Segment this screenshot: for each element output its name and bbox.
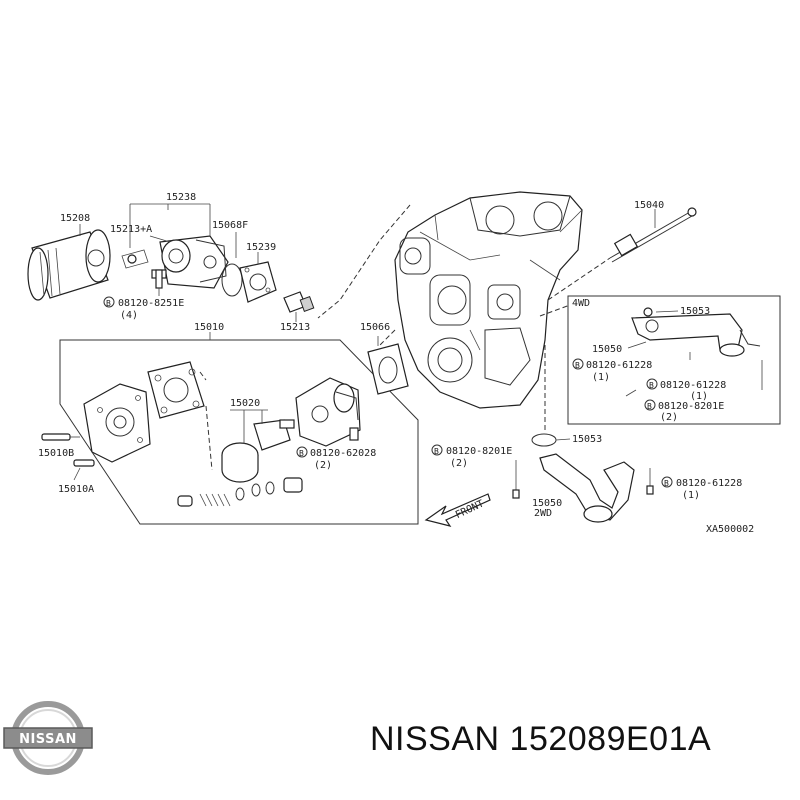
label-15050-2wd: 15050: [532, 498, 562, 509]
bolt-marker: B: [664, 479, 669, 488]
label-15208: 15208: [60, 213, 90, 224]
label-15020: 15020: [230, 398, 260, 409]
bolt-15010A: [73, 459, 95, 481]
label-61228-b-qty: (1): [690, 391, 708, 402]
label-15040: 15040: [634, 200, 664, 211]
engine-block: [394, 191, 583, 409]
filter-bracket: [121, 203, 237, 289]
label-61228-b: 08120-61228: [660, 380, 726, 391]
leader-block-left: [317, 204, 411, 319]
dipstick-15040: [609, 207, 697, 263]
nissan-logo-text: NISSAN: [19, 732, 77, 747]
label-4wd: 4WD: [572, 298, 590, 309]
leader-block-4wd: [539, 304, 571, 317]
part-labels: 15238 15208 15213+A 15068F 15239 15213 B…: [38, 192, 754, 535]
label-15010A: 15010A: [58, 484, 94, 495]
label-2wd: 2WD: [534, 508, 552, 519]
reference-code: XA500002: [706, 524, 754, 535]
label-61228-a: 08120-61228: [586, 360, 652, 371]
label-8201E-a: 08120-8201E: [658, 401, 724, 412]
bolt-marker: B: [649, 381, 654, 390]
o-ring: [221, 263, 243, 297]
oil-pump-body: [83, 383, 151, 463]
label-61228-c: 08120-61228: [676, 478, 742, 489]
label-15213: 15213: [280, 322, 310, 333]
bolt-15010B: [41, 433, 80, 441]
label-15010: 15010: [194, 322, 224, 333]
label-8251E-top: 08120-8251E: [118, 298, 184, 309]
label-15050-4wd: 15050: [592, 344, 622, 355]
label-8201E-b-qty: (2): [450, 458, 468, 469]
bolt-marker: B: [647, 402, 652, 411]
part-number-caption: NISSAN 152089E01A: [370, 720, 712, 758]
bolt-8251E-top: [155, 269, 163, 296]
frame-15010: [59, 339, 419, 525]
label-15053-4wd: 15053: [680, 306, 710, 317]
oil-filter: [27, 224, 111, 301]
label-15213A: 15213+A: [110, 224, 152, 235]
relief-valve-spring-set: [177, 477, 303, 507]
pump-cover: [295, 377, 361, 447]
label-61228-c-qty: (1): [682, 490, 700, 501]
label-61228-a-qty: (1): [592, 372, 610, 383]
frame-4wd: [567, 295, 781, 425]
label-62028-qty: (2): [314, 460, 332, 471]
gasket-15066: [367, 336, 409, 395]
label-15066: 15066: [360, 322, 390, 333]
label-15238: 15238: [166, 192, 196, 203]
label-8201E-b: 08120-8201E: [446, 446, 512, 457]
pump-gasket: [147, 361, 205, 419]
nissan-logo: NISSAN: [3, 701, 93, 775]
gasket-15239: [239, 261, 277, 303]
bolt-marker: B: [299, 449, 304, 458]
label-8201E-a-qty: (2): [660, 412, 678, 423]
label-15010B: 15010B: [38, 448, 74, 459]
label-15068F: 15068F: [212, 220, 248, 231]
bolt-marker: B: [106, 299, 111, 308]
label-15053-2wd: 15053: [572, 434, 602, 445]
bolt-marker: B: [575, 361, 580, 370]
label-15239: 15239: [246, 242, 276, 253]
label-8251E-top-qty: (4): [120, 310, 138, 321]
oil-strainer-4wd: [625, 307, 763, 397]
relief-valve-15213: [283, 291, 315, 322]
label-62028: 08120-62028: [310, 448, 376, 459]
bolt-marker: B: [434, 447, 439, 456]
leader-block-15066: [379, 329, 396, 346]
leader-block-dipstick: [547, 257, 611, 301]
front-arrow: [424, 493, 491, 527]
rotor-set-15020: [221, 409, 295, 483]
